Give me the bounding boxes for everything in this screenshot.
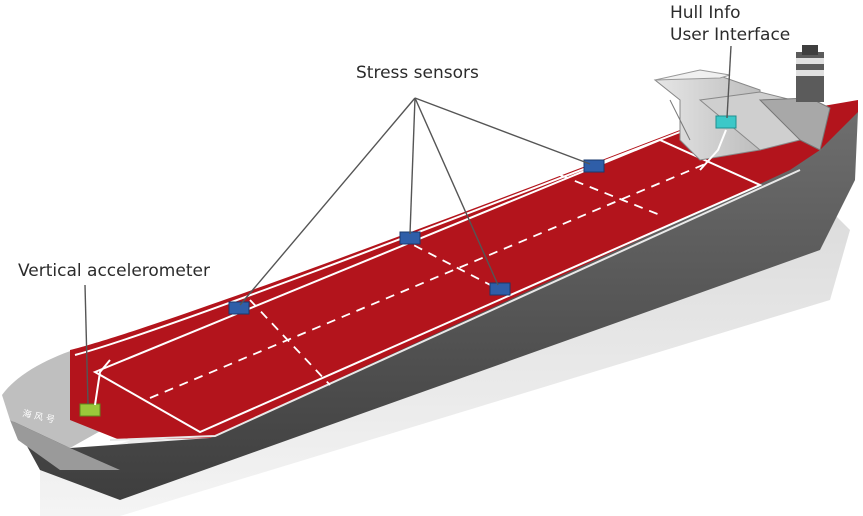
label-stress-sensors: Stress sensors — [356, 63, 479, 83]
label-hull-info-line1: Hull Info — [670, 3, 741, 23]
stress-sensor-1 — [228, 301, 250, 315]
stress-sensor-3 — [489, 282, 511, 296]
deck-edge-white-lower — [109, 169, 801, 441]
hull-info-connection — [699, 129, 727, 171]
deck — [70, 100, 858, 440]
bow-flare-shade — [10, 420, 120, 470]
label-vertical-accelerometer: Vertical accelerometer — [18, 261, 210, 281]
cargo-area-outline — [92, 138, 763, 434]
label-hull-info-line2: User Interface — [670, 25, 790, 45]
funnel — [796, 45, 824, 102]
watermark: 掘金技术社区 @ 智蓝深海 — [560, 477, 793, 501]
hull-info-interface-box — [715, 115, 737, 129]
accelerometer-connection — [94, 359, 111, 406]
deck-edge-white — [74, 131, 681, 356]
deckhouse — [653, 69, 831, 161]
vertical-accelerometer-box — [79, 403, 101, 417]
leader-lines — [84, 45, 732, 405]
stress-sensor-4 — [583, 159, 605, 173]
cargo-hatch-dashes — [149, 161, 711, 399]
